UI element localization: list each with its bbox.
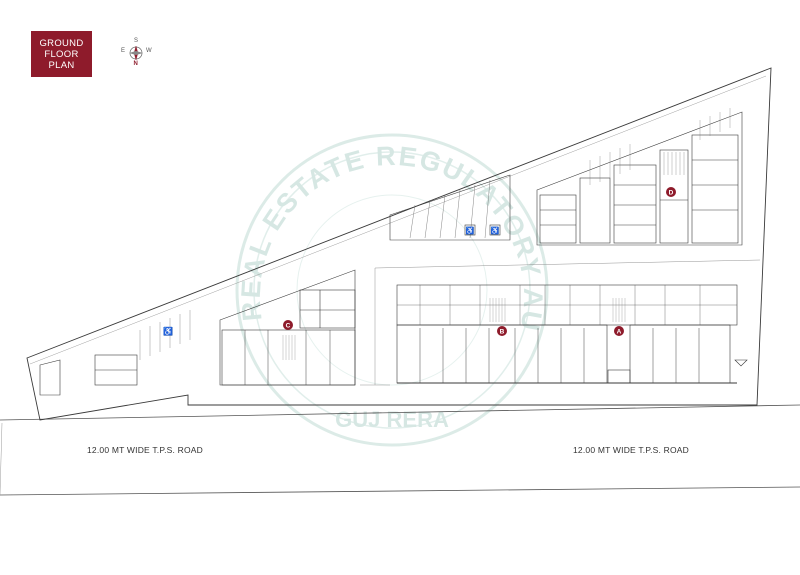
- wing-marker-d-label: D: [669, 190, 674, 197]
- driveway-lines: [360, 259, 761, 386]
- plan-title-line-1: GROUND: [39, 37, 84, 49]
- wing-markers: A B C D: [283, 187, 676, 336]
- wing-marker-d[interactable]: D: [666, 187, 676, 197]
- svg-text:♿: ♿: [491, 226, 500, 235]
- svg-text:REAL ESTATE REGULATORY AUTHORI: REAL ESTATE REGULATORY AUTHORITY: [0, 0, 548, 335]
- wing-marker-b-label: B: [500, 329, 505, 336]
- west-tip-block: ♿: [39, 310, 191, 396]
- road-label-left: 12.00 MT WIDE T.P.S. ROAD: [87, 445, 204, 455]
- road-label-right: 12.00 MT WIDE T.P.S. ROAD: [573, 445, 690, 455]
- watermark-arc-text: REAL ESTATE REGULATORY AUTHORITY: [0, 0, 546, 335]
- wing-d-block: [536, 108, 743, 246]
- middle-parking-strip: ♿ ♿: [389, 174, 511, 241]
- wing-marker-b[interactable]: B: [497, 326, 507, 336]
- wing-marker-c[interactable]: C: [283, 320, 293, 330]
- compass-north-label: N: [133, 61, 138, 67]
- wings-a-b-block: [396, 284, 748, 384]
- plan-title-badge: GROUND FLOOR PLAN: [31, 31, 92, 77]
- compass-rose-icon: S E W N: [119, 38, 153, 70]
- wing-c-block: [219, 269, 356, 386]
- site-boundary: [26, 67, 772, 421]
- compass-west-label: W: [146, 48, 152, 54]
- plan-title-line-2: FLOOR: [44, 48, 79, 60]
- watermark-bottom-text: GUJ RERA: [335, 407, 449, 432]
- wing-marker-a[interactable]: A: [614, 326, 624, 336]
- svg-text:♿: ♿: [163, 326, 173, 336]
- plan-title-line-3: PLAN: [48, 59, 75, 71]
- wing-marker-c-label: C: [286, 323, 291, 330]
- road-band: [0, 404, 800, 496]
- svg-text:♿: ♿: [466, 226, 475, 235]
- compass-south-label: S: [134, 38, 139, 44]
- wing-marker-a-label: A: [617, 329, 622, 336]
- compass-east-label: E: [121, 48, 126, 54]
